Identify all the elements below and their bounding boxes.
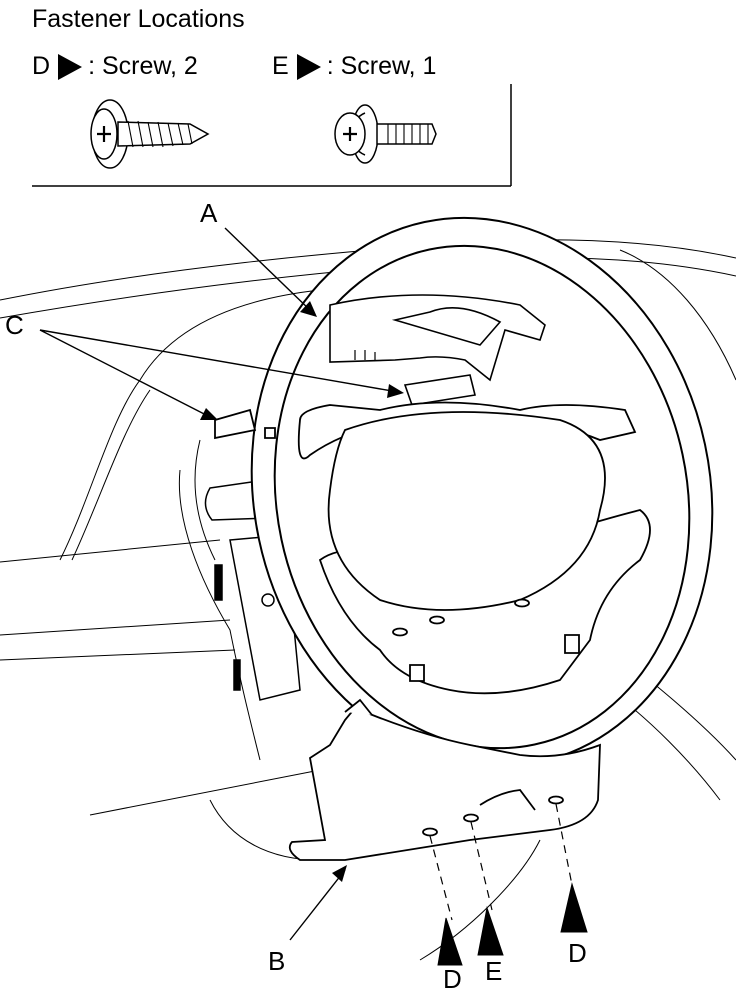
arrowhead-icon <box>332 865 347 882</box>
leader-b <box>289 869 346 941</box>
dashboard-outline <box>0 239 736 961</box>
arrowhead-icon <box>300 301 317 317</box>
legend-frame <box>32 84 512 187</box>
tapping-screw-icon <box>90 99 210 169</box>
screw-d-marker-right <box>560 882 588 933</box>
arrowhead-icon <box>296 53 321 80</box>
upper-column-cover <box>329 294 546 406</box>
callout-b: B <box>268 946 286 976</box>
legend-letter-e: E <box>272 52 289 80</box>
fastener-markers <box>437 882 588 966</box>
callout-e: E <box>485 956 503 986</box>
screw-d-marker-left <box>437 917 463 966</box>
callout-d-left: D <box>443 964 462 994</box>
leader-c-right <box>39 329 399 393</box>
arrowhead-icon <box>387 384 404 398</box>
leader-lines <box>39 227 399 941</box>
arrowhead-icon <box>200 408 218 420</box>
leader-arrowheads <box>200 301 404 882</box>
legend-letter-d: D <box>32 52 51 80</box>
leader-a <box>224 227 313 313</box>
callout-c: C <box>5 310 24 340</box>
dashed-lines <box>429 803 573 921</box>
legend-text-d: : Screw, 2 <box>88 52 198 80</box>
arrowhead-icon <box>58 53 83 80</box>
leader-c-left <box>39 329 213 419</box>
diagram-title: Fastener Locations <box>32 5 245 33</box>
steering-hub <box>214 401 651 695</box>
legend-entry-e: E : Screw, 1 <box>272 52 436 81</box>
flange-bolt-icon <box>334 104 437 164</box>
screw-e-marker <box>477 906 504 956</box>
lower-column-cover <box>288 698 601 861</box>
callout-d-right: D <box>568 938 587 968</box>
legend-entry-d: D : Screw, 2 <box>32 52 198 81</box>
legend-text-e: : Screw, 1 <box>326 52 437 80</box>
callout-a: A <box>200 198 218 228</box>
